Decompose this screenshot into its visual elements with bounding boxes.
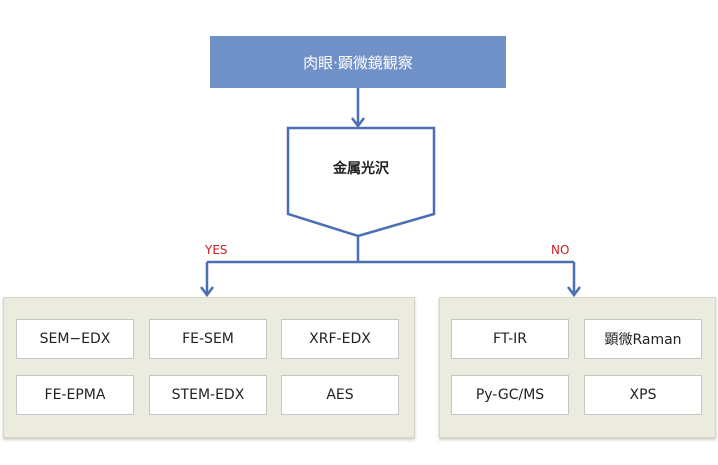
start-box: 肉眼·顕微鏡観察 — [210, 36, 506, 88]
method-box: STEM-EDX — [149, 375, 267, 415]
no-branch-label: NO — [551, 243, 570, 257]
method-box: Py-GC/MS — [451, 375, 569, 415]
method-box: FT-IR — [451, 319, 569, 359]
method-box: FE-EPMA — [16, 375, 134, 415]
decision-label: 金属光沢 — [333, 161, 389, 177]
yes-methods-panel: SEM−EDX FE-SEM XRF-EDX FE-EPMA STEM-EDX … — [3, 297, 415, 438]
yes-branch-label: YES — [205, 243, 228, 257]
method-box: XPS — [584, 375, 702, 415]
no-methods-panel: FT-IR 顕微Raman Py-GC/MS XPS — [439, 297, 716, 438]
arrow-head-no — [567, 286, 581, 298]
method-box: AES — [281, 375, 399, 415]
arrow-head-yes — [200, 286, 214, 298]
method-box: 顕微Raman — [584, 319, 702, 359]
start-label: 肉眼·顕微鏡観察 — [303, 53, 413, 72]
method-box: SEM−EDX — [16, 319, 134, 359]
method-box: XRF-EDX — [281, 319, 399, 359]
arrow-head-decision — [351, 117, 365, 129]
method-box: FE-SEM — [149, 319, 267, 359]
decision-shape — [286, 126, 436, 238]
